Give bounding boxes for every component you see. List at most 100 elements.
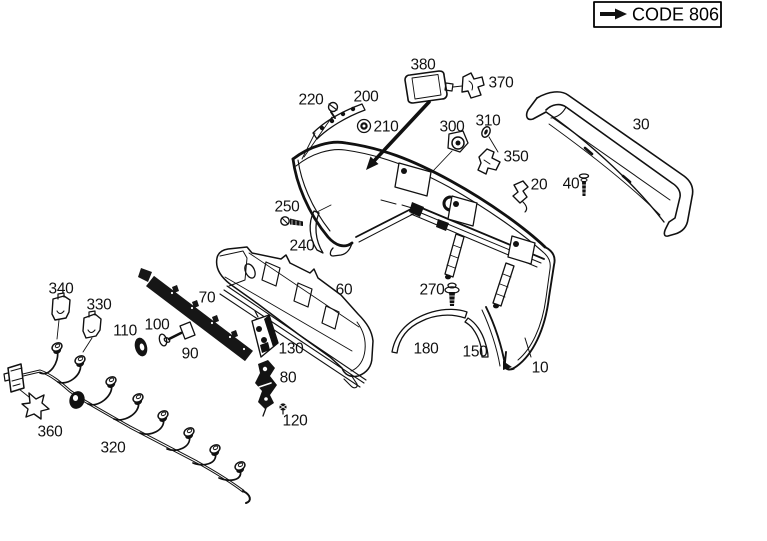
part-10-bumper-cover-drawing-shape xyxy=(444,233,465,278)
part-80-bracket-drawing-shape xyxy=(262,407,267,417)
part-330-connector-drawing-shape xyxy=(82,313,102,339)
part-70-reinforcement-bar-drawing-shape xyxy=(242,347,246,351)
part-callout-340[interactable]: 340 xyxy=(49,281,75,298)
part-callout-250[interactable]: 250 xyxy=(275,199,301,216)
part-callout-270[interactable]: 270 xyxy=(420,282,446,299)
part-340-connector-drawing-shape xyxy=(56,310,65,315)
part-callout-40[interactable]: 40 xyxy=(563,176,581,193)
part-320-wiring-harness-drawing-shape xyxy=(10,367,24,387)
part-callout-360[interactable]: 360 xyxy=(38,424,64,441)
part-220-clip-drawing-shape xyxy=(330,111,336,119)
part-220-clip-drawing-shape xyxy=(328,103,338,111)
part-380-module-drawing-shape xyxy=(452,85,463,88)
part-60-impact-absorber-drawing xyxy=(215,246,374,389)
part-370-bracket-drawing xyxy=(461,72,485,99)
part-320-wiring-harness-drawing-shape xyxy=(87,385,113,406)
part-320-wiring-harness-drawing-shape xyxy=(49,340,66,357)
part-10-bumper-cover-drawing-shape xyxy=(517,251,551,361)
part-callout-300[interactable]: 300 xyxy=(440,119,466,136)
part-240-strip-drawing-shape xyxy=(316,204,332,213)
part-270-screw-drawing-shape xyxy=(448,295,456,304)
part-60-impact-absorber-drawing-shape xyxy=(248,252,360,328)
part-220-clip-drawing-shape xyxy=(327,101,339,113)
part-320-wiring-harness-drawing xyxy=(3,340,251,504)
part-320-wiring-harness-drawing-shape xyxy=(166,436,191,452)
part-callout-80[interactable]: 80 xyxy=(280,370,298,387)
part-70-reinforcement-bar-drawing-shape xyxy=(170,291,174,295)
part-callout-180[interactable]: 180 xyxy=(414,341,440,358)
part-320-wiring-harness-drawing-shape xyxy=(192,453,217,466)
part-callout-210[interactable]: 210 xyxy=(374,119,400,136)
part-320-wiring-harness-drawing-shape xyxy=(139,419,165,435)
part-200-bracket-strip-drawing-shape xyxy=(301,132,316,160)
part-callout-310[interactable]: 310 xyxy=(476,113,502,130)
part-70-reinforcement-bar-drawing-shape xyxy=(172,285,179,293)
part-callout-30[interactable]: 30 xyxy=(633,117,651,134)
part-130-bracket-drawing-shape xyxy=(264,315,278,347)
part-callout-380[interactable]: 380 xyxy=(411,57,437,74)
part-callout-350[interactable]: 350 xyxy=(504,149,530,166)
part-40-rivet-drawing-shape xyxy=(581,184,587,194)
part-70-reinforcement-bar-drawing xyxy=(138,268,253,362)
part-callout-370[interactable]: 370 xyxy=(489,75,515,92)
part-10-bumper-cover-drawing-shape xyxy=(380,199,413,209)
part-310-grommet-drawing xyxy=(481,126,499,153)
part-30-diffuser-drawing-shape xyxy=(536,91,694,237)
part-60-impact-absorber-drawing-shape xyxy=(223,289,365,384)
part-320-wiring-harness-drawing-shape xyxy=(72,395,79,401)
part-320-wiring-harness-drawing-shape xyxy=(218,470,242,482)
part-320-wiring-harness-drawing-shape xyxy=(22,370,244,492)
part-380-module-drawing-shape xyxy=(411,74,442,100)
part-10-bumper-cover-drawing-shape xyxy=(493,303,499,309)
part-240-strip-drawing xyxy=(309,204,332,254)
part-60-impact-absorber-drawing-shape xyxy=(224,276,353,352)
part-callout-150[interactable]: 150 xyxy=(463,344,489,361)
part-350-clip-drawing-shape xyxy=(477,148,501,175)
part-callout-60[interactable]: 60 xyxy=(336,282,354,299)
part-callout-20[interactable]: 20 xyxy=(531,177,549,194)
part-300-parktronic-sensor-drawing-shape xyxy=(451,136,465,150)
part-270-screw-drawing xyxy=(444,282,460,306)
part-20-clip-drawing-shape xyxy=(522,201,528,213)
right-arrow-icon xyxy=(600,8,627,20)
part-60-impact-absorber-drawing-shape xyxy=(261,261,281,287)
part-60-impact-absorber-drawing-shape xyxy=(293,282,313,308)
part-callout-120[interactable]: 120 xyxy=(283,413,309,430)
part-130-bracket-drawing-shape xyxy=(256,326,262,332)
part-80-bracket-drawing-shape xyxy=(262,366,268,372)
part-40-rivet-drawing xyxy=(578,173,590,196)
part-callout-240[interactable]: 240 xyxy=(290,238,316,255)
part-200-bracket-strip-drawing-shape xyxy=(340,111,346,117)
part-callout-200[interactable]: 200 xyxy=(354,89,380,106)
part-10-bumper-cover-drawing-shape xyxy=(329,242,353,257)
part-callout-220[interactable]: 220 xyxy=(299,92,325,109)
part-360-clip-drawing-shape xyxy=(18,388,30,398)
part-callout-330[interactable]: 330 xyxy=(87,297,113,314)
part-callout-110[interactable]: 110 xyxy=(113,323,138,340)
part-250-screw-drawing-shape xyxy=(281,217,289,225)
part-380-module-drawing-shape xyxy=(404,70,448,104)
part-60-impact-absorber-drawing-shape xyxy=(343,374,358,389)
part-330-connector-drawing-shape xyxy=(82,337,93,353)
part-320-wiring-harness-drawing-shape xyxy=(39,351,59,375)
part-callout-90[interactable]: 90 xyxy=(182,346,200,363)
part-320-wiring-harness-drawing-shape xyxy=(155,408,172,425)
code-badge xyxy=(593,1,722,28)
part-callout-100[interactable]: 100 xyxy=(145,317,171,334)
part-callout-320[interactable]: 320 xyxy=(101,440,127,457)
part-callout-130[interactable]: 130 xyxy=(279,341,305,358)
part-90-screw-drawing-shape xyxy=(167,331,183,341)
part-60-impact-absorber-drawing-shape xyxy=(226,285,367,381)
part-300-parktronic-sensor-drawing xyxy=(432,130,469,172)
part-200-bracket-strip-drawing-shape xyxy=(350,106,356,112)
part-80-bracket-drawing xyxy=(255,360,277,417)
part-10-bumper-cover-drawing xyxy=(291,140,556,371)
part-330-connector-drawing xyxy=(82,310,102,353)
part-60-impact-absorber-drawing-shape xyxy=(219,293,361,388)
part-callout-70[interactable]: 70 xyxy=(199,290,217,307)
part-10-bumper-cover-drawing-shape xyxy=(358,211,418,243)
part-callout-10[interactable]: 10 xyxy=(532,360,550,377)
part-70-reinforcement-bar-drawing-shape xyxy=(192,300,199,308)
